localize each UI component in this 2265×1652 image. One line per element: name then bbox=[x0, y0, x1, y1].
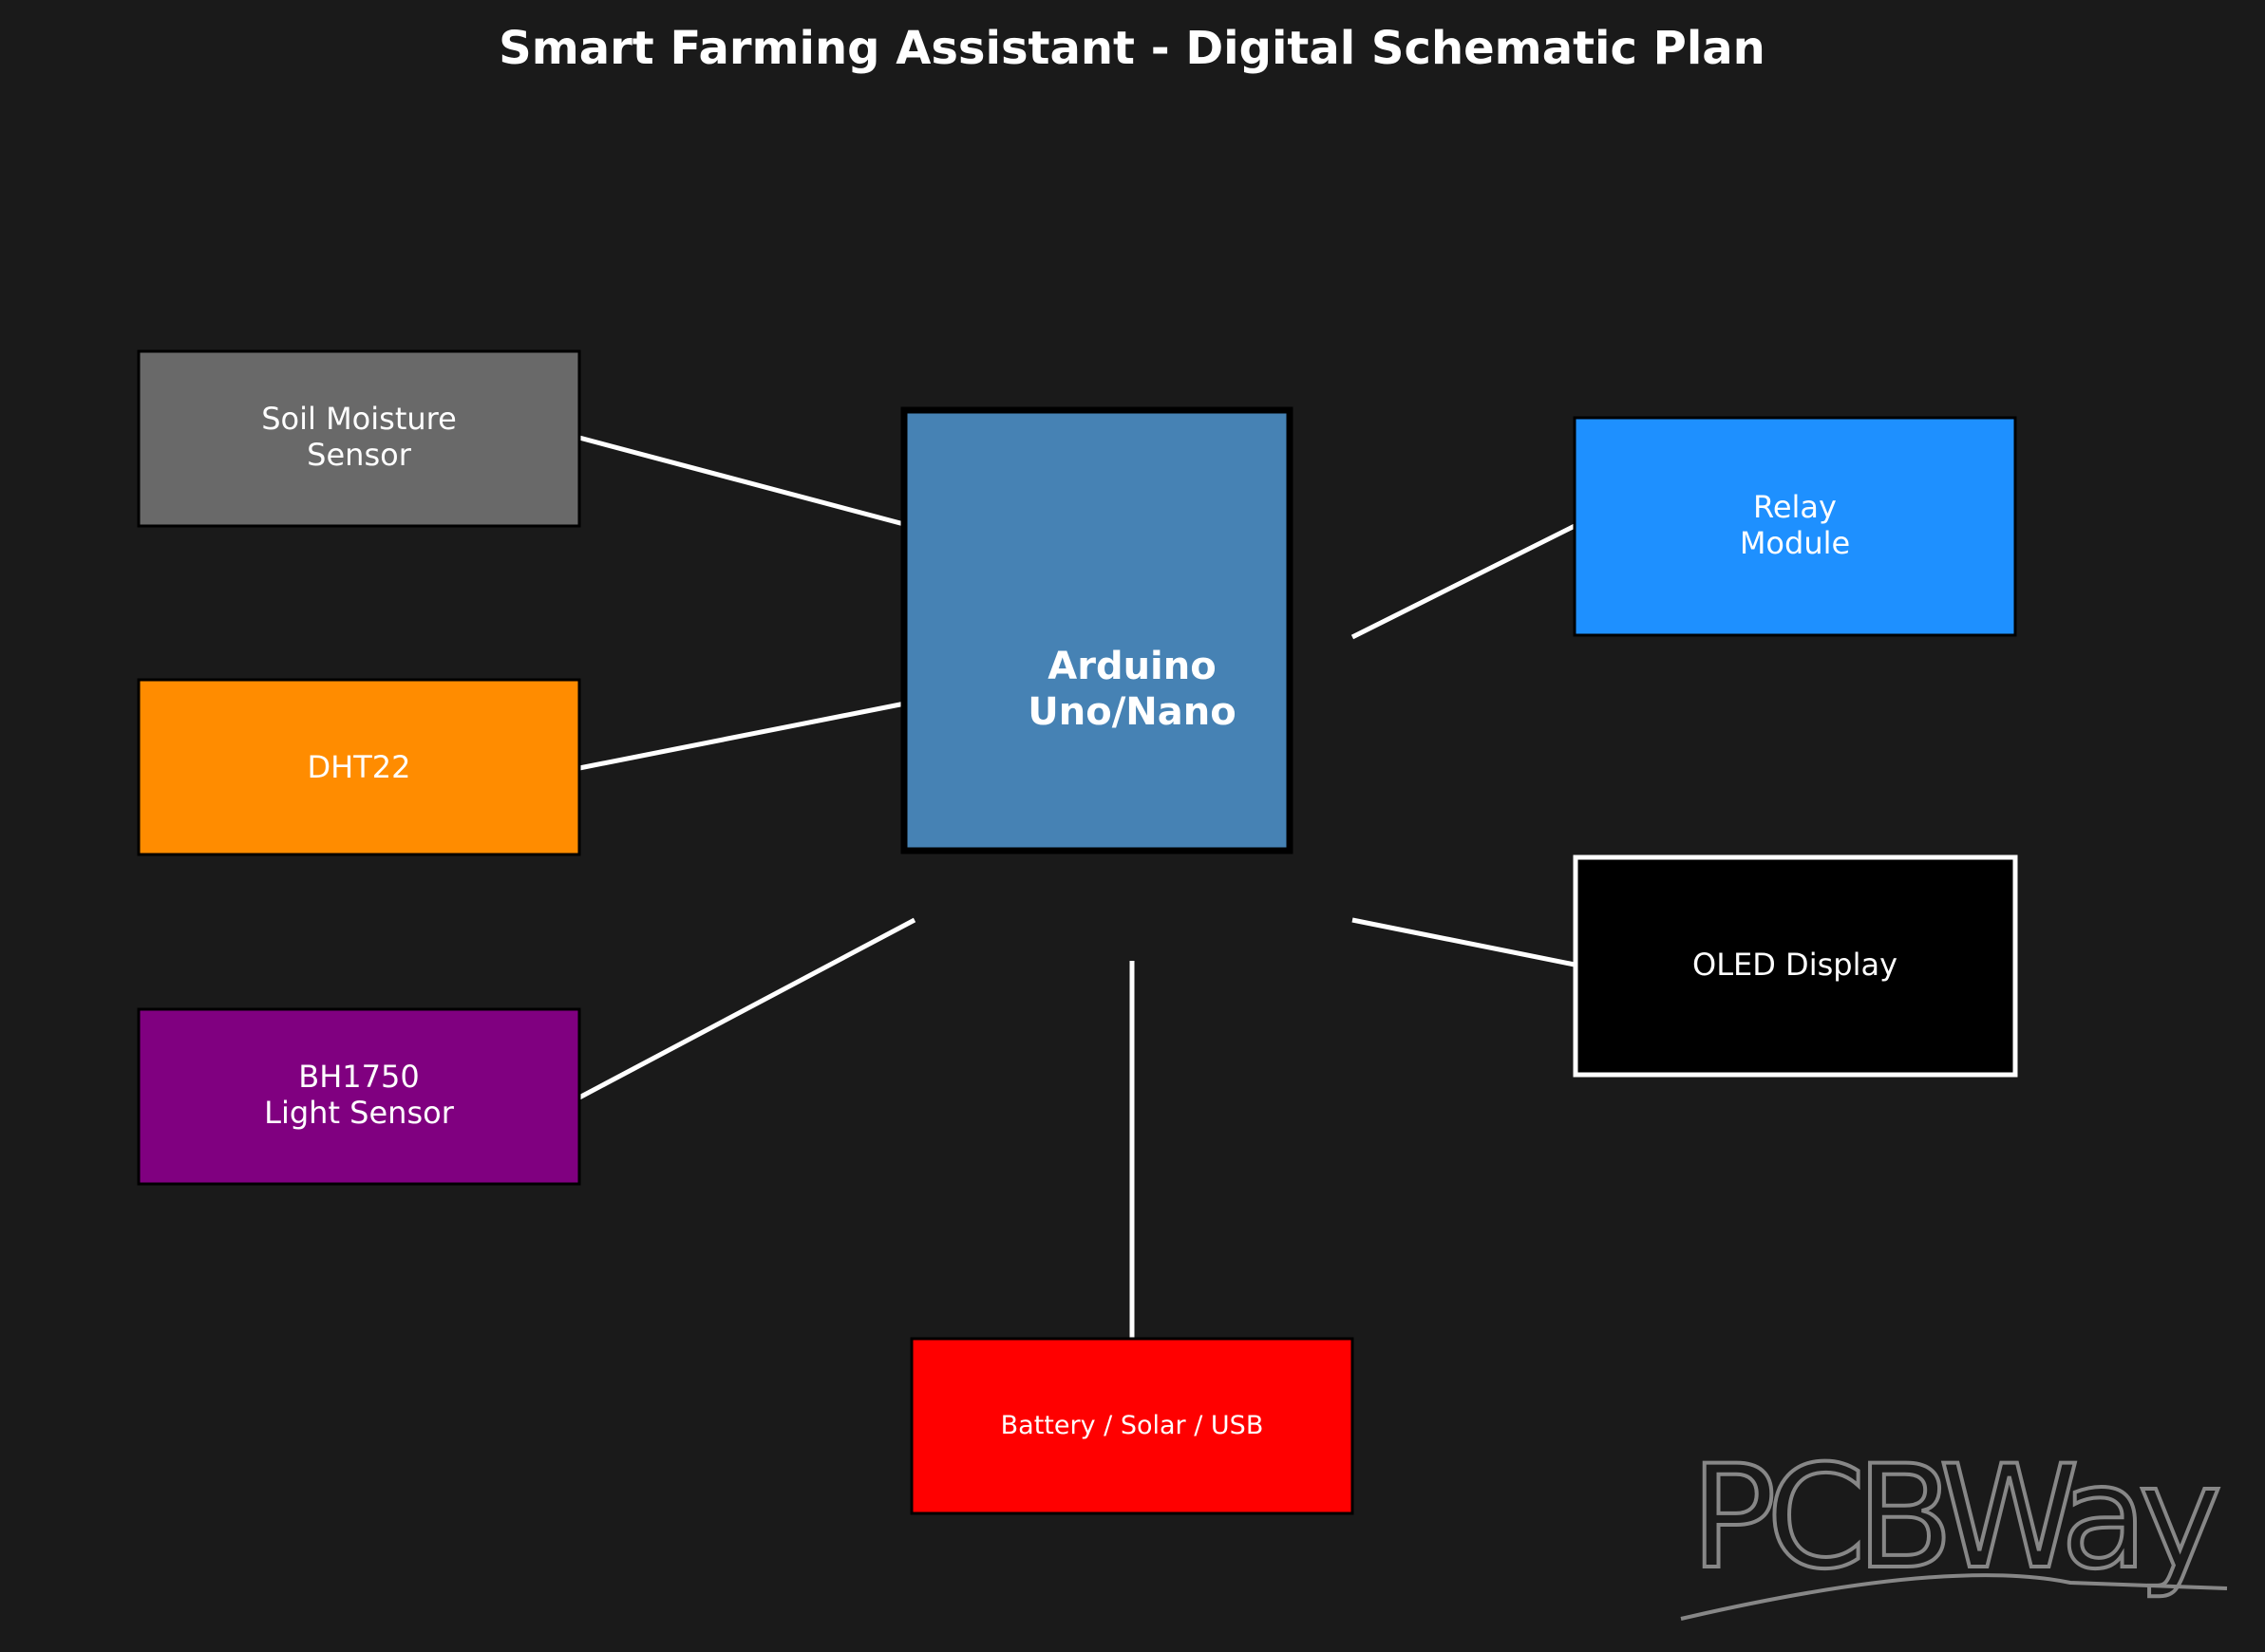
dht22-block: DHT22 bbox=[137, 678, 581, 856]
power-source-block: Battery / Solar / USB bbox=[910, 1337, 1354, 1515]
oled-label: OLED Display bbox=[1692, 947, 1897, 983]
wire-arduino-oled bbox=[1351, 917, 1576, 967]
power-label: Battery / Solar / USB bbox=[1001, 1411, 1264, 1440]
bh1750-label-line1: BH1750 bbox=[298, 1059, 419, 1095]
bh1750-label-line2: Light Sensor bbox=[264, 1095, 455, 1131]
relay-label-line2: Module bbox=[1740, 525, 1850, 561]
wire-soil-arduino bbox=[578, 435, 915, 530]
wire-arduino-relay bbox=[1350, 523, 1576, 640]
wire-bh1750-arduino bbox=[577, 917, 916, 1100]
dht22-label: DHT22 bbox=[308, 749, 411, 785]
oled-display-block: OLED Display bbox=[1573, 854, 2018, 1078]
pcbway-logo: PCBWay bbox=[1680, 1434, 2228, 1621]
soil-label-line2: Sensor bbox=[307, 437, 412, 473]
logo-swoosh bbox=[1680, 1573, 2228, 1621]
soil-label-line1: Soil Moisture bbox=[261, 401, 457, 437]
diagram-title: Smart Farming Assistant - Digital Schema… bbox=[499, 22, 1765, 75]
arduino-label-line1: Arduino bbox=[1048, 645, 1216, 688]
arduino-label-line2: Uno/Nano bbox=[1028, 690, 1236, 734]
wire-dht22-arduino bbox=[578, 699, 915, 771]
relay-label-line1: Relay bbox=[1753, 489, 1837, 525]
